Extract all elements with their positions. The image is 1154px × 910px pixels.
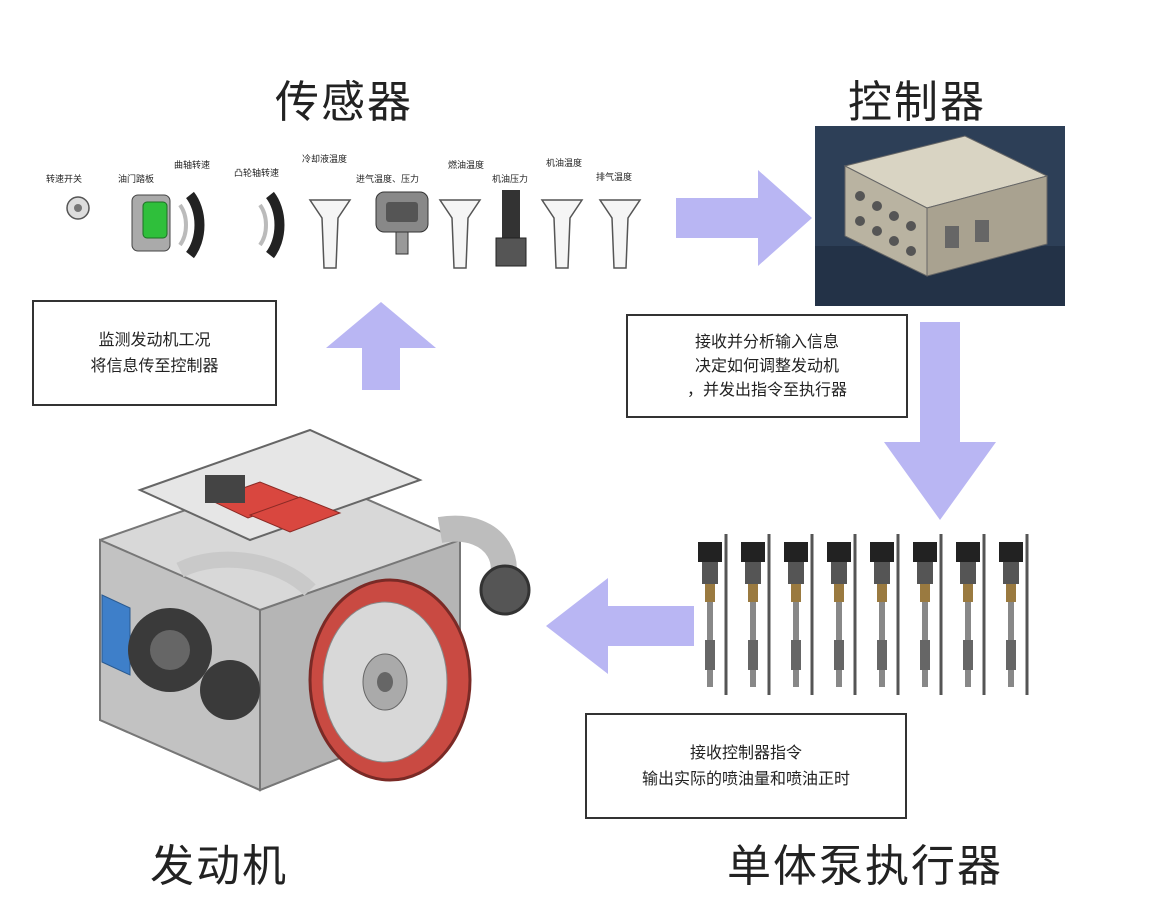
sensor-label: 油门踏板 xyxy=(118,173,154,185)
sensor-label: 转速开关 xyxy=(46,173,82,185)
sensor-note: 监测发动机工况 将信息传至控制器 xyxy=(32,300,277,406)
arrow-to-sensor xyxy=(326,302,436,390)
injector-icon xyxy=(741,534,771,695)
actuator-note-line: 输出实际的喷油量和喷油正时 xyxy=(641,769,850,788)
controller-note-line: 决定如何调整发动机 xyxy=(694,356,839,375)
controller-note-line: 接收并分析输入信息 xyxy=(694,332,839,351)
sensor-images: 转速开关 油门踏板 曲轴转速 凸轮轴转速 冷却液温度 进气温度、压力 燃油温度 … xyxy=(46,153,642,269)
injector-icon xyxy=(870,534,900,695)
controller-title: 控制器 xyxy=(848,77,986,128)
sensor-label: 冷却液温度 xyxy=(302,153,347,165)
controller-note: 接收并分析输入信息 决定如何调整发动机 ，并发出指令至执行器 xyxy=(626,314,908,418)
sensor-label: 凸轮轴转速 xyxy=(234,167,279,179)
sensor-label: 机油温度 xyxy=(546,157,582,169)
sensor-title: 传感器 xyxy=(275,77,413,128)
sensor-label: 排气温度 xyxy=(596,171,632,183)
engine-image xyxy=(99,428,531,792)
actuator-note: 接收控制器指令 输出实际的喷油量和喷油正时 xyxy=(585,713,907,819)
injector-icon xyxy=(999,534,1029,695)
arrow-to-controller xyxy=(676,170,812,266)
sensor-label: 燃油温度 xyxy=(448,159,484,171)
controller-note-line: ，并发出指令至执行器 xyxy=(686,380,847,399)
engine-title: 发动机 xyxy=(150,841,288,892)
controller-image xyxy=(815,126,1065,306)
injector-icon xyxy=(784,534,814,695)
sensor-label: 进气温度、压力 xyxy=(356,173,419,185)
injector-icon xyxy=(698,534,728,695)
arrow-to-engine xyxy=(546,578,694,674)
sensor-note-line: 将信息传至控制器 xyxy=(90,356,219,375)
actuator-note-line: 接收控制器指令 xyxy=(689,743,802,762)
unit-pump-injectors xyxy=(698,534,1029,695)
actuator-title: 单体泵执行器 xyxy=(727,841,1003,892)
sensor-note-line: 监测发动机工况 xyxy=(98,330,211,349)
injector-icon xyxy=(956,534,986,695)
sensor-label: 机油压力 xyxy=(492,173,528,185)
arrow-to-actuator xyxy=(884,322,996,520)
injector-icon xyxy=(913,534,943,695)
sensor-label: 曲轴转速 xyxy=(174,159,210,171)
injector-icon xyxy=(827,534,857,695)
